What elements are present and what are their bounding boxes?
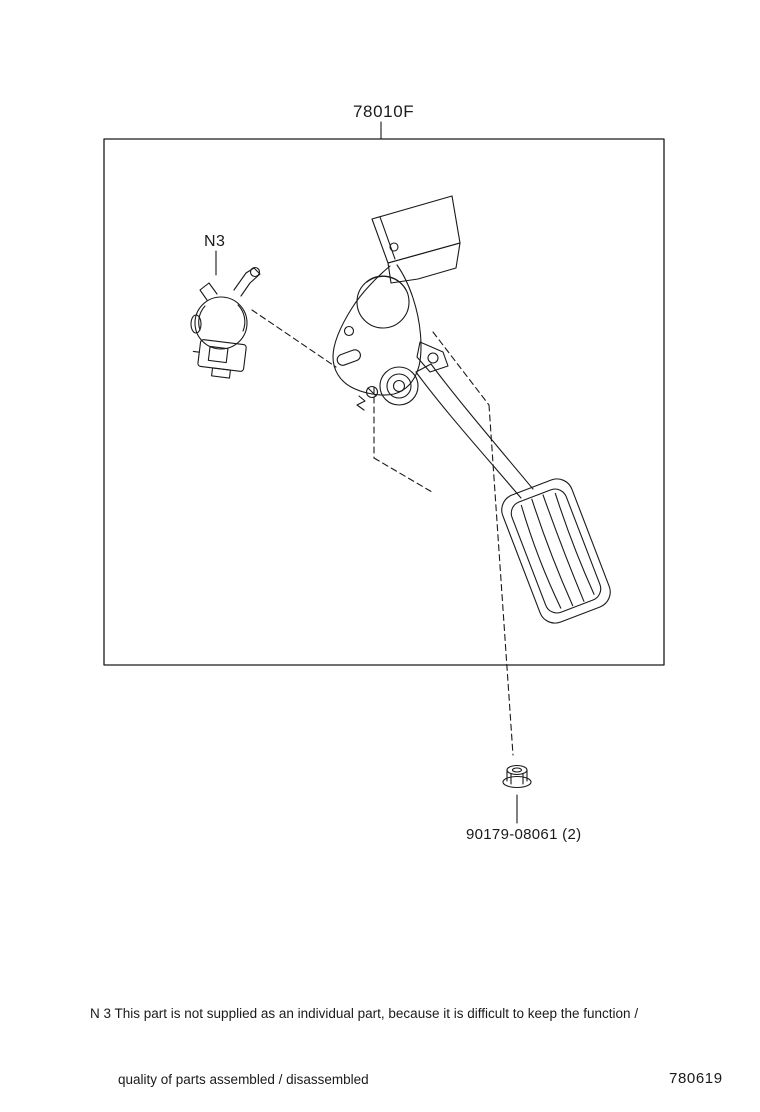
- footnote-line-2: quality of parts assembled / disassemble…: [118, 1072, 369, 1087]
- mount-bracket-drawing: [371, 195, 461, 284]
- pedal-arm-drawing: [415, 363, 534, 499]
- sensor-callout-label: N3: [204, 233, 226, 250]
- pedal-bracket-plate: [332, 264, 422, 396]
- projection-dashed-lines: [251, 309, 514, 756]
- pedal-pad-drawing: [501, 478, 611, 624]
- nut-drawing: [502, 764, 532, 789]
- figure-number: 780619: [669, 1070, 723, 1087]
- diagram-frame: [103, 138, 665, 666]
- footnote-line-1: N 3 This part is not supplied as an indi…: [90, 1006, 639, 1021]
- assembly-part-number: 78010F: [353, 102, 415, 121]
- nut-part-number: 90179-08061 (2): [466, 826, 582, 843]
- sensor-mount-drawing: [356, 341, 449, 411]
- sensor-drawing: [190, 266, 261, 379]
- footnote: N 3 This part is not supplied as an indi…: [90, 959, 638, 1112]
